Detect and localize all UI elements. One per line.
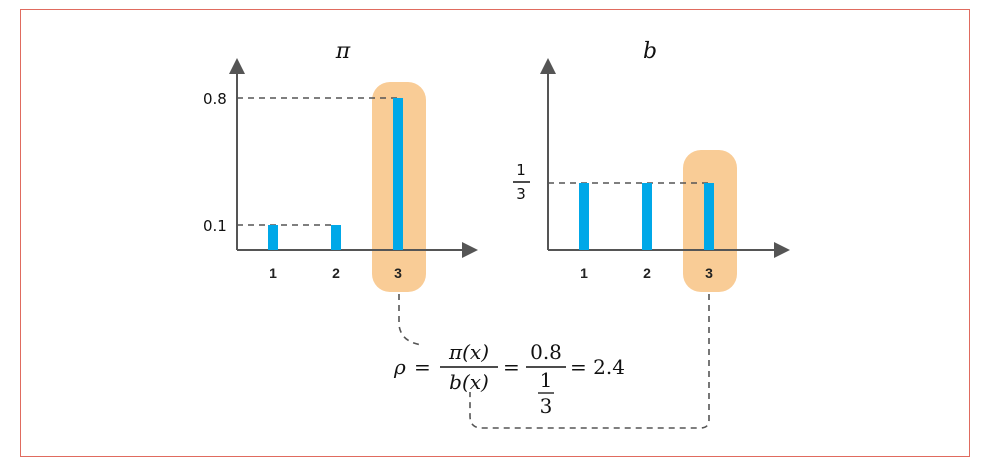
tick-pi-2: 2 (332, 265, 340, 281)
connector-pi (398, 294, 423, 346)
tick-b-2: 2 (643, 265, 651, 281)
tick-pi-3: 3 (394, 265, 402, 281)
tick-b-3: 3 (705, 265, 713, 281)
tick-pi-1: 1 (269, 265, 277, 281)
chart-b: 1 3 1 2 3 b (513, 39, 790, 292)
tick-b-1: 1 (580, 265, 588, 281)
bar-b-2 (642, 183, 652, 250)
equation: ρ = π(x) b(x) = 0.8 1 3 = 2.4 (393, 340, 625, 418)
ylabel-b-num: 1 (516, 161, 526, 179)
eq-den-den: 3 (540, 394, 553, 418)
title-pi: π (335, 39, 351, 64)
chart-pi: 0.8 0.1 1 2 3 π (203, 39, 478, 292)
bar-b-3 (704, 183, 714, 250)
bar-pi-3 (393, 98, 403, 250)
ylabel-pi-01: 0.1 (203, 217, 227, 235)
ylabel-b-den: 3 (516, 185, 526, 203)
eq-num-val: 0.8 (530, 340, 562, 364)
eq-equals-2: = (503, 355, 520, 379)
bar-pi-2 (331, 225, 341, 250)
eq-result: = 2.4 (570, 355, 625, 379)
eq-b-x: b(x) (449, 370, 489, 394)
bar-pi-1 (268, 225, 278, 250)
bar-b-1 (579, 183, 589, 250)
eq-rho: ρ (393, 355, 406, 379)
eq-den-num: 1 (540, 368, 553, 392)
eq-pi-x: π(x) (448, 340, 489, 364)
figure-frame (20, 9, 970, 457)
eq-equals-1: = (414, 355, 431, 379)
title-b: b (643, 39, 657, 64)
ylabel-pi-08: 0.8 (203, 90, 227, 108)
